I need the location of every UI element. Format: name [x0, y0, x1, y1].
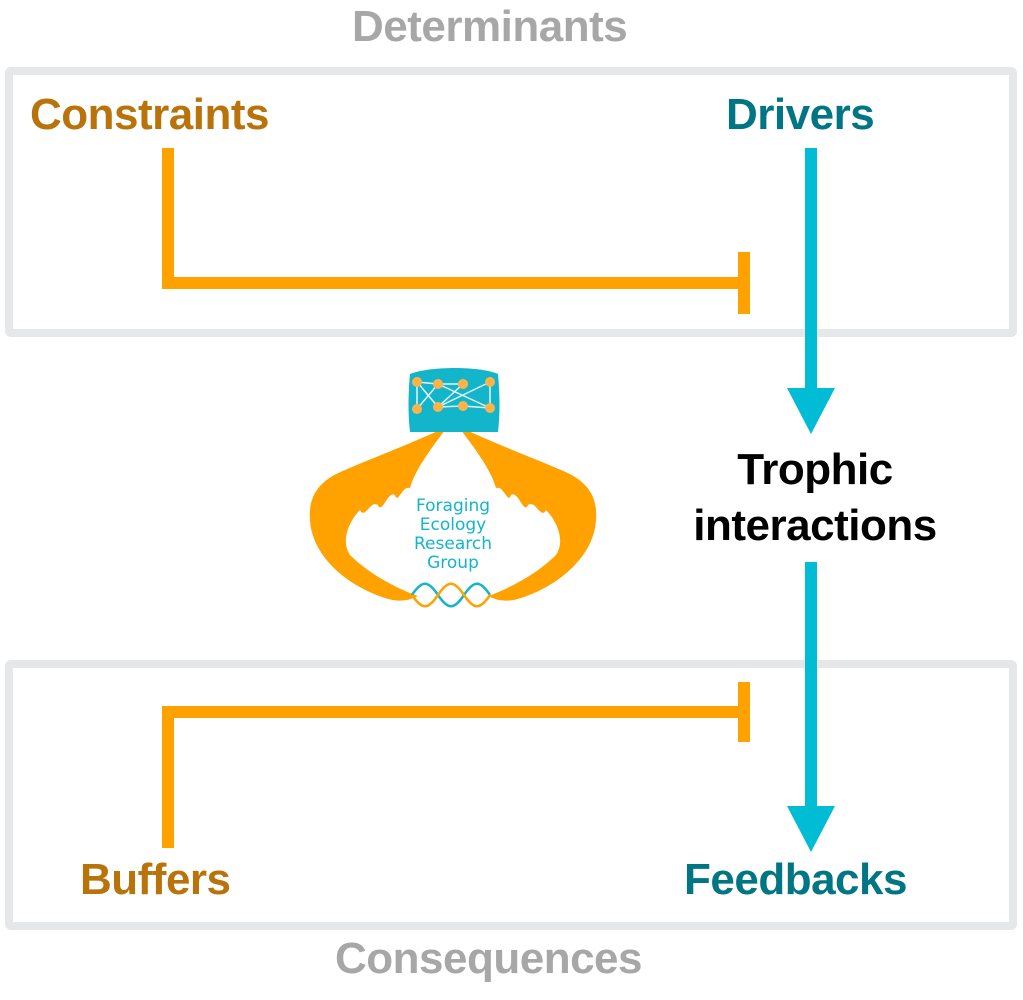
- feedbacks-label: Feedbacks: [684, 855, 907, 904]
- trophic-interactions-label: Trophic interactions: [660, 442, 970, 554]
- buffers-inhibit-edge: [162, 682, 750, 848]
- logo-line-3: Research: [414, 534, 492, 554]
- left-claw-icon: [309, 426, 448, 601]
- drivers-label: Drivers: [726, 90, 875, 139]
- buffers-label: Buffers: [80, 855, 231, 904]
- constraints-inhibit-edge: [162, 148, 750, 314]
- foraging-ecology-logo: [309, 368, 597, 608]
- consequences-heading: Consequences: [335, 934, 642, 983]
- determinants-heading: Determinants: [352, 2, 628, 51]
- logo-line-2: Ecology: [419, 515, 487, 535]
- trophic-line2: interactions: [693, 501, 937, 550]
- trophic-line1: Trophic: [737, 445, 893, 494]
- logo-line-4: Group: [427, 553, 479, 573]
- right-claw-icon: [458, 426, 597, 601]
- feedbacks-arrow: [787, 562, 835, 852]
- drivers-arrow: [787, 148, 835, 434]
- constraints-label: Constraints: [30, 90, 269, 139]
- logo-line-1: Foraging: [415, 496, 491, 516]
- logo-text: Foraging Ecology Research Group: [398, 497, 508, 573]
- dna-icon: [410, 582, 492, 608]
